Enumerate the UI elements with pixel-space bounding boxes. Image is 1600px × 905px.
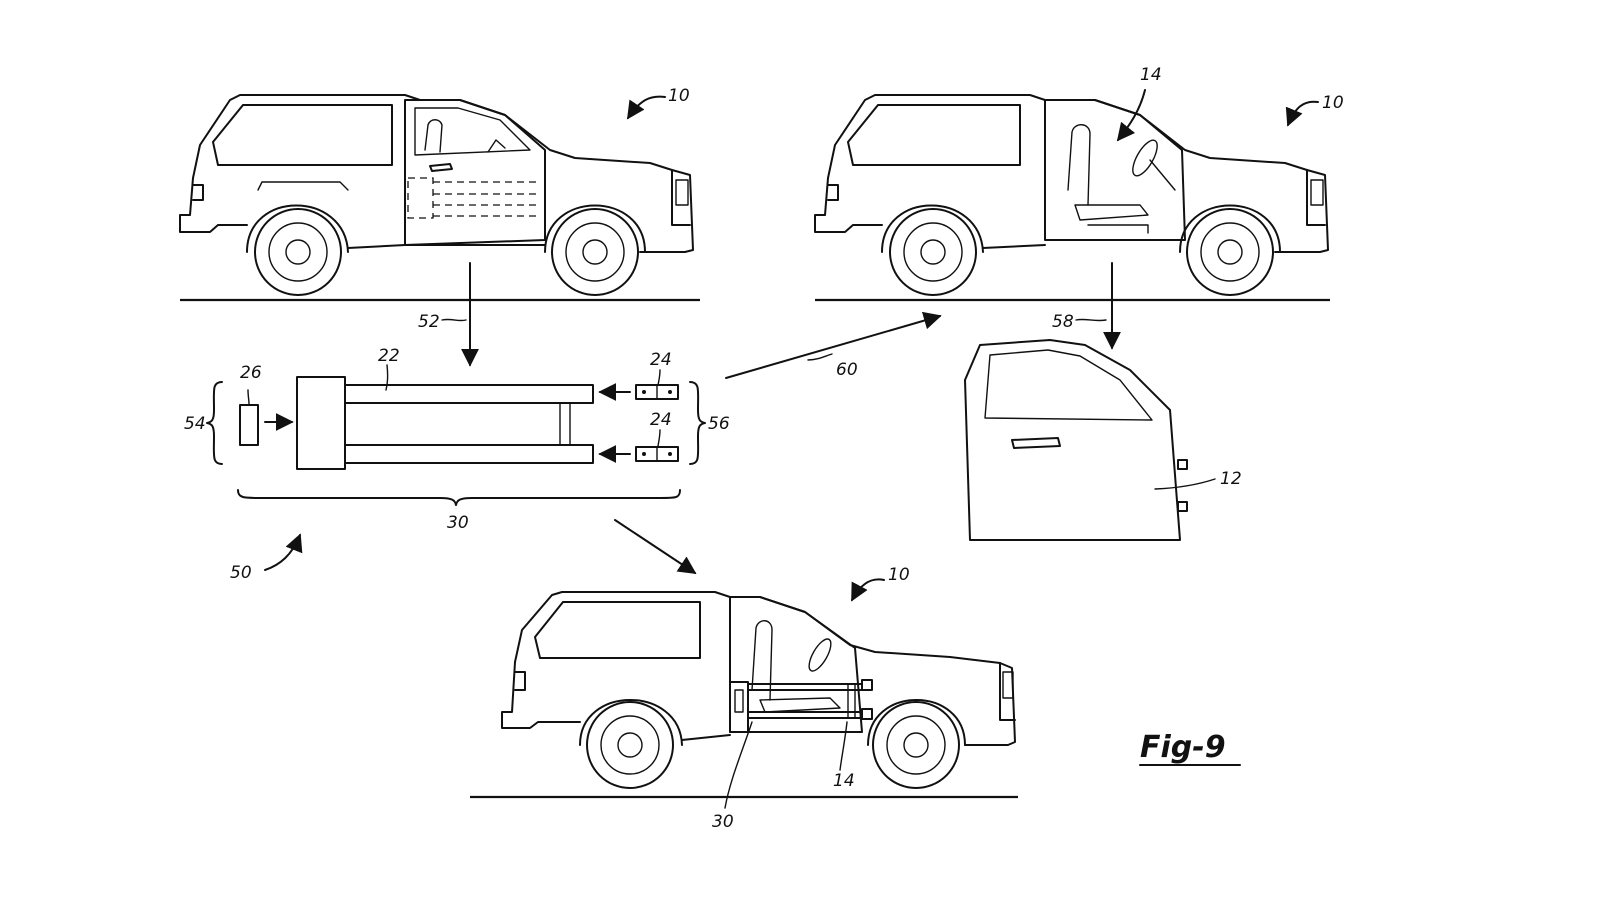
label-bracket-56: 56 (708, 414, 730, 434)
arrow-install (725, 311, 942, 379)
lower-hinge (635, 446, 679, 462)
process-arrows (247, 89, 1319, 809)
label-assembly-bottom: 30 (712, 812, 734, 832)
upper-beam (344, 384, 594, 404)
end-block (296, 376, 346, 470)
label-method: 50 (230, 563, 252, 583)
lower-beam (344, 444, 594, 464)
label-vehicle-bottom: 10 (888, 565, 910, 585)
label-vehicle-top-left: 10 (668, 86, 690, 106)
label-assembly: 30 (447, 513, 469, 533)
label-cabin-bottom: 14 (833, 771, 855, 791)
upper-hinge (635, 384, 679, 400)
label-step-58: 58 (1052, 312, 1074, 332)
label-beam: 22 (378, 346, 400, 366)
label-cabin-top: 14 (1140, 65, 1162, 85)
label-actuator: 26 (240, 363, 262, 383)
label-step-60: 60 (836, 360, 858, 380)
arrow-result (614, 519, 697, 574)
reference-numerals: 10 10 14 52 58 22 26 24 24 60 54 56 12 3… (184, 65, 1344, 832)
label-hinge-lower: 24 (650, 410, 672, 430)
removed-door (964, 339, 1188, 541)
label-door: 12 (1220, 469, 1242, 489)
truck-frame-installed (470, 591, 1018, 799)
figure-title: Fig-9 (1140, 730, 1226, 765)
label-step-52: 52 (418, 312, 440, 332)
label-vehicle-top-right: 10 (1322, 93, 1344, 113)
label-hinge-upper: 24 (650, 350, 672, 370)
truck-door-removed (814, 94, 1330, 302)
truck-door-installed (179, 94, 700, 302)
frame-assembly-exploded (206, 376, 706, 506)
actuator-block (239, 404, 259, 446)
label-bracket-54: 54 (184, 414, 206, 434)
